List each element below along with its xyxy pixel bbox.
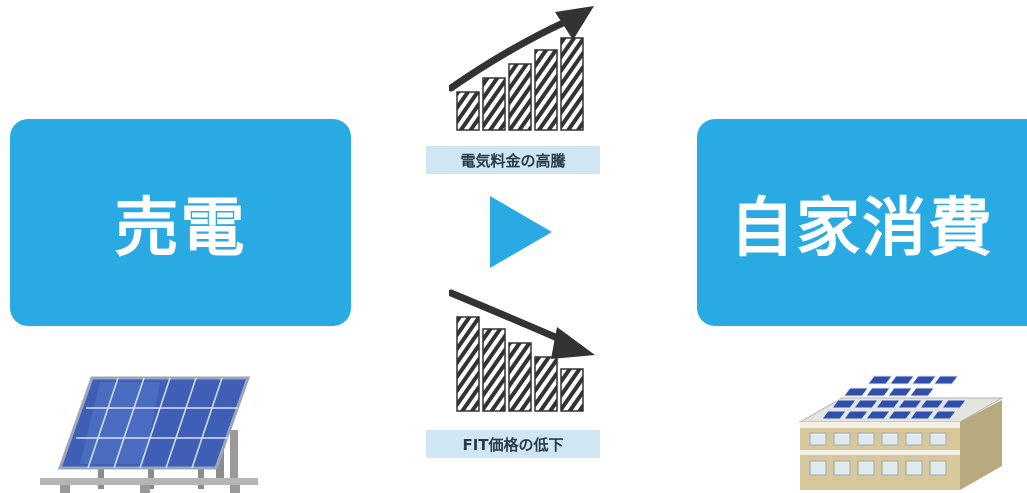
- self-consumption-label: 自家消費: [730, 191, 994, 266]
- self-consumption-box: 自家消費: [697, 119, 1027, 326]
- fit-price-drop-tag: FIT価格の低下: [426, 430, 600, 458]
- price-rise-tag: 電気料金の高騰: [426, 146, 600, 174]
- sell-electricity-label: 売電: [114, 191, 247, 266]
- play-arrow-icon: [490, 196, 552, 268]
- falling-bar-chart-icon: [449, 289, 595, 412]
- price-rise-label: 電気料金の高騰: [460, 151, 566, 170]
- sell-electricity-box: 売電: [10, 119, 351, 326]
- solar-roof-building-icon: [798, 375, 1004, 490]
- fit-price-drop-label: FIT価格の低下: [462, 435, 564, 454]
- solar-panel-icon: [40, 376, 258, 493]
- rising-bar-chart-icon: [449, 6, 594, 131]
